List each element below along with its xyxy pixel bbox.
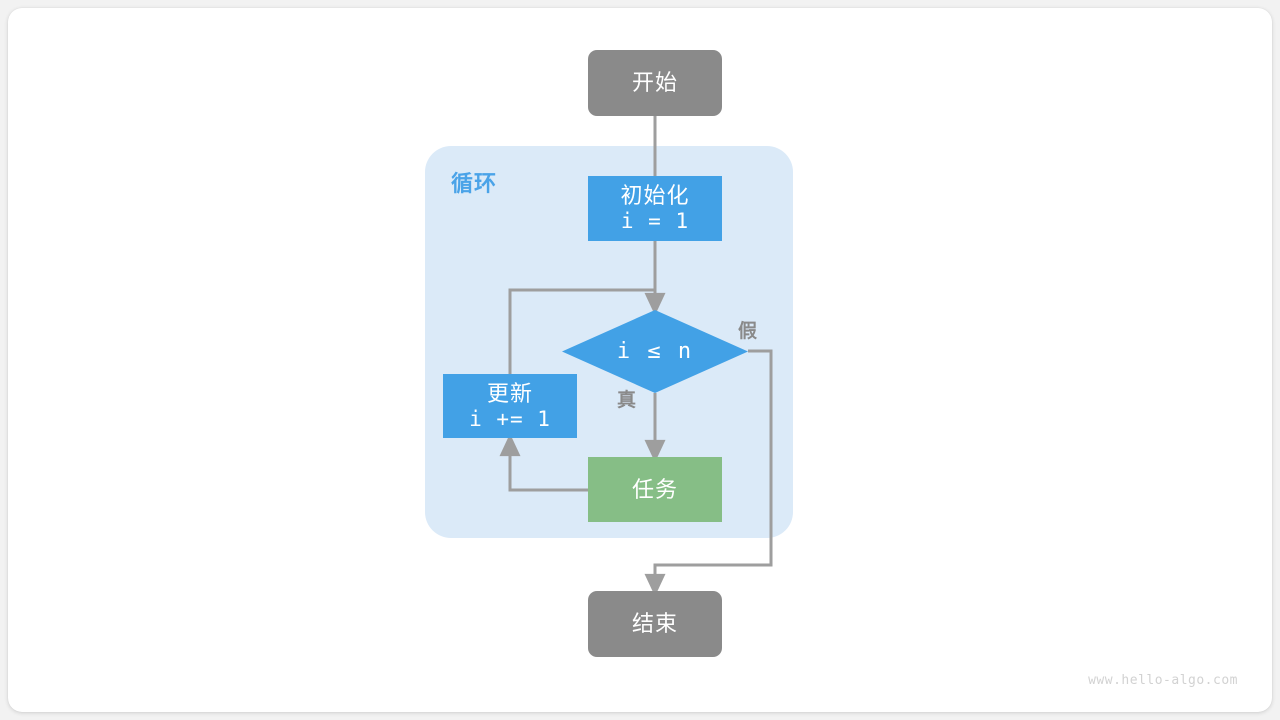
node-end[interactable]: 结束 <box>588 591 722 657</box>
node-start-label: 开始 <box>631 70 678 96</box>
loop-container-label: 循环 <box>451 171 498 196</box>
node-init[interactable]: 初始化 i = 1 <box>588 176 722 241</box>
watermark: www.hello-algo.com <box>1088 673 1238 688</box>
node-init-expression: i = 1 <box>620 209 690 234</box>
node-update-expression: i += 1 <box>469 406 551 431</box>
node-start[interactable]: 开始 <box>588 50 722 116</box>
edge-label-false: 假 <box>738 321 758 342</box>
node-condition-label: i ≤ n <box>616 339 694 364</box>
node-update-label: 更新 <box>486 380 533 406</box>
node-init-label: 初始化 <box>620 183 690 209</box>
edge-label-true: 真 <box>617 390 637 411</box>
edge-task-to-update <box>499 433 588 492</box>
node-end-label: 结束 <box>631 611 678 637</box>
node-update[interactable]: 更新 i += 1 <box>443 374 577 438</box>
edge-update-to-condition <box>508 288 655 374</box>
node-condition[interactable]: i ≤ n <box>562 310 748 393</box>
node-task-label: 任务 <box>631 476 678 502</box>
node-task[interactable]: 任务 <box>588 457 722 522</box>
edge-condition-false-to-end <box>644 349 773 597</box>
